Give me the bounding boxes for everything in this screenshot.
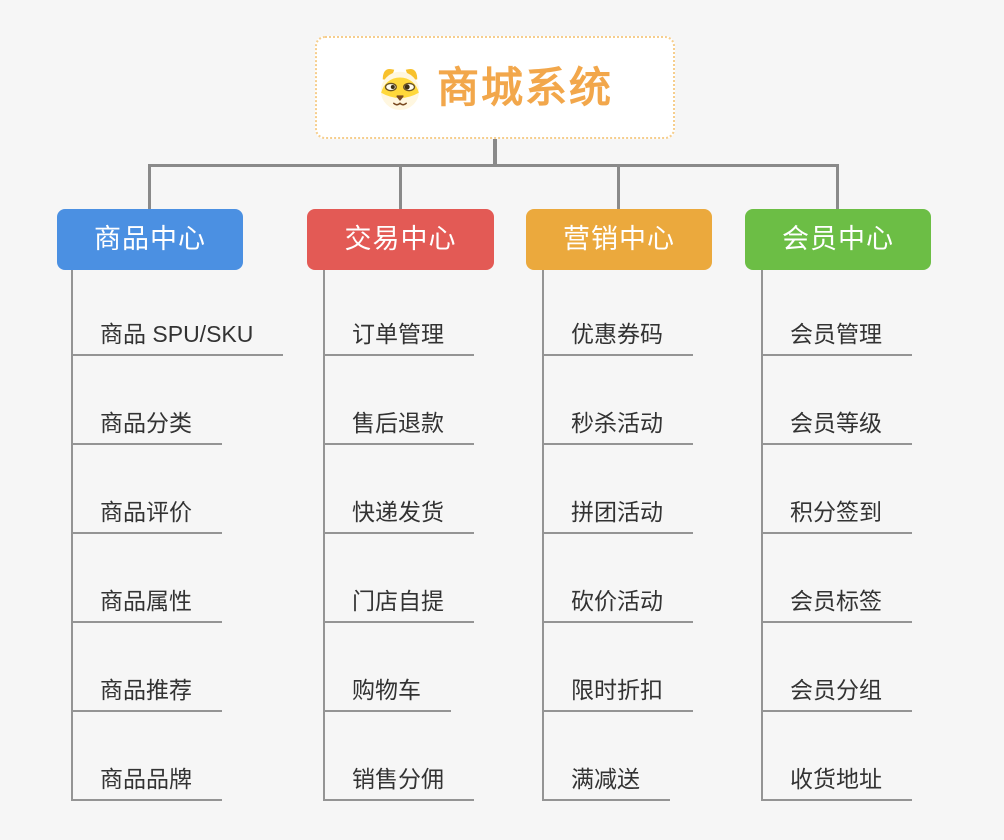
leaf-node[interactable]: 商品品牌 [71,759,222,801]
leaf-node[interactable]: 秒杀活动 [542,403,693,445]
trunk-member-column [761,270,763,801]
leaf-node[interactable]: 商品推荐 [71,670,222,712]
leaf-node[interactable]: 快递发货 [323,492,474,534]
leaf-node[interactable]: 会员管理 [761,314,912,356]
leaf-node[interactable]: 商品 SPU/SKU [71,314,284,356]
trunk-trade-column [323,270,325,801]
connector-drop-member [836,164,839,209]
leaf-node[interactable]: 门店自提 [323,581,474,623]
leaf-node[interactable]: 满减送 [542,759,670,801]
leaf-node[interactable]: 优惠券码 [542,314,693,356]
leaf-node[interactable]: 商品属性 [71,581,222,623]
connector-root-stem [493,139,497,167]
connector-drop-marketing [617,164,620,209]
leaf-node[interactable]: 拼团活动 [542,492,693,534]
branch-label: 商品中心 [94,224,206,254]
leaf-node[interactable]: 限时折扣 [542,670,693,712]
branch-node-trade-center[interactable]: 交易中心 [307,209,494,270]
connector-horizontal-bus [148,164,838,167]
leaf-node[interactable]: 会员等级 [761,403,912,445]
branch-node-product-center[interactable]: 商品中心 [57,209,243,270]
branch-label: 交易中心 [344,224,457,254]
branch-node-member-center[interactable]: 会员中心 [745,209,931,270]
dog-face-icon [380,68,420,110]
leaf-node[interactable]: 订单管理 [323,314,474,356]
leaf-node[interactable]: 会员标签 [761,581,912,623]
trunk-marketing-column [542,270,544,801]
root-node-mall-system[interactable]: 商城系统 [315,36,675,139]
connector-drop-product [148,164,151,209]
connector-drop-trade [399,164,402,209]
leaf-node[interactable]: 积分签到 [761,492,912,534]
root-node-title: 商城系统 [436,63,613,111]
leaf-node[interactable]: 售后退款 [323,403,474,445]
leaf-node[interactable]: 商品评价 [71,492,222,534]
branch-node-marketing-center[interactable]: 营销中心 [526,209,712,270]
leaf-node[interactable]: 收货地址 [761,759,912,801]
leaf-node[interactable]: 销售分佣 [323,759,474,801]
leaf-node[interactable]: 会员分组 [761,670,912,712]
leaf-node[interactable]: 砍价活动 [542,581,693,623]
branch-label: 会员中心 [782,224,894,254]
leaf-node[interactable]: 购物车 [323,670,451,712]
leaf-node[interactable]: 商品分类 [71,403,222,445]
trunk-product-column [71,270,73,801]
branch-label: 营销中心 [563,224,675,254]
